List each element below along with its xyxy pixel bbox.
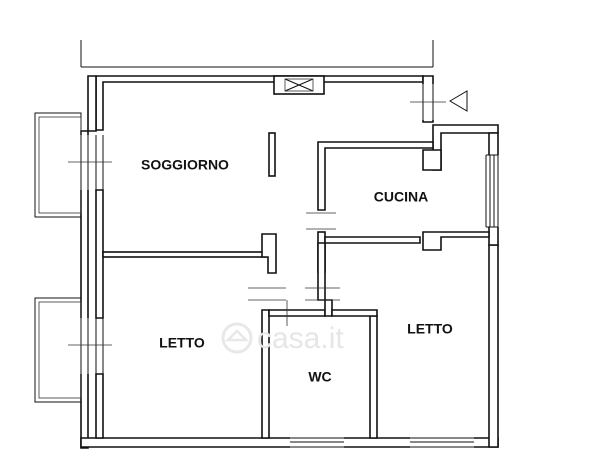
inner-left-wall [95,189,104,439]
watermark: casa.it [221,322,344,355]
room-label-cucina: CUCINA [374,189,428,205]
kitchen-walls [317,141,490,273]
room-label-letto-right: LETTO [407,321,453,337]
living-room-pillar [268,132,276,177]
entrance-marker [410,84,468,120]
top-vent [273,75,325,95]
wc-door-marks [248,287,340,326]
exterior-walls [80,75,499,449]
left-balcony-upper [34,112,82,218]
room-label-letto-left: LETTO [159,335,205,351]
room-label-wc: WC [308,369,331,385]
left-balcony-lower [34,297,82,403]
left-windows [68,135,112,374]
kitchen-door-marks [306,212,336,230]
kitchen-window [485,154,500,228]
watermark-text: casa.it [257,322,344,355]
house-logo-icon [221,322,253,354]
room-label-soggiorno: SOGGIORNO [141,157,229,173]
wc-walls [261,242,378,439]
bottom-windows [290,436,474,449]
top-boundary-lines [80,40,434,68]
living-bedroom-wall [102,233,277,274]
